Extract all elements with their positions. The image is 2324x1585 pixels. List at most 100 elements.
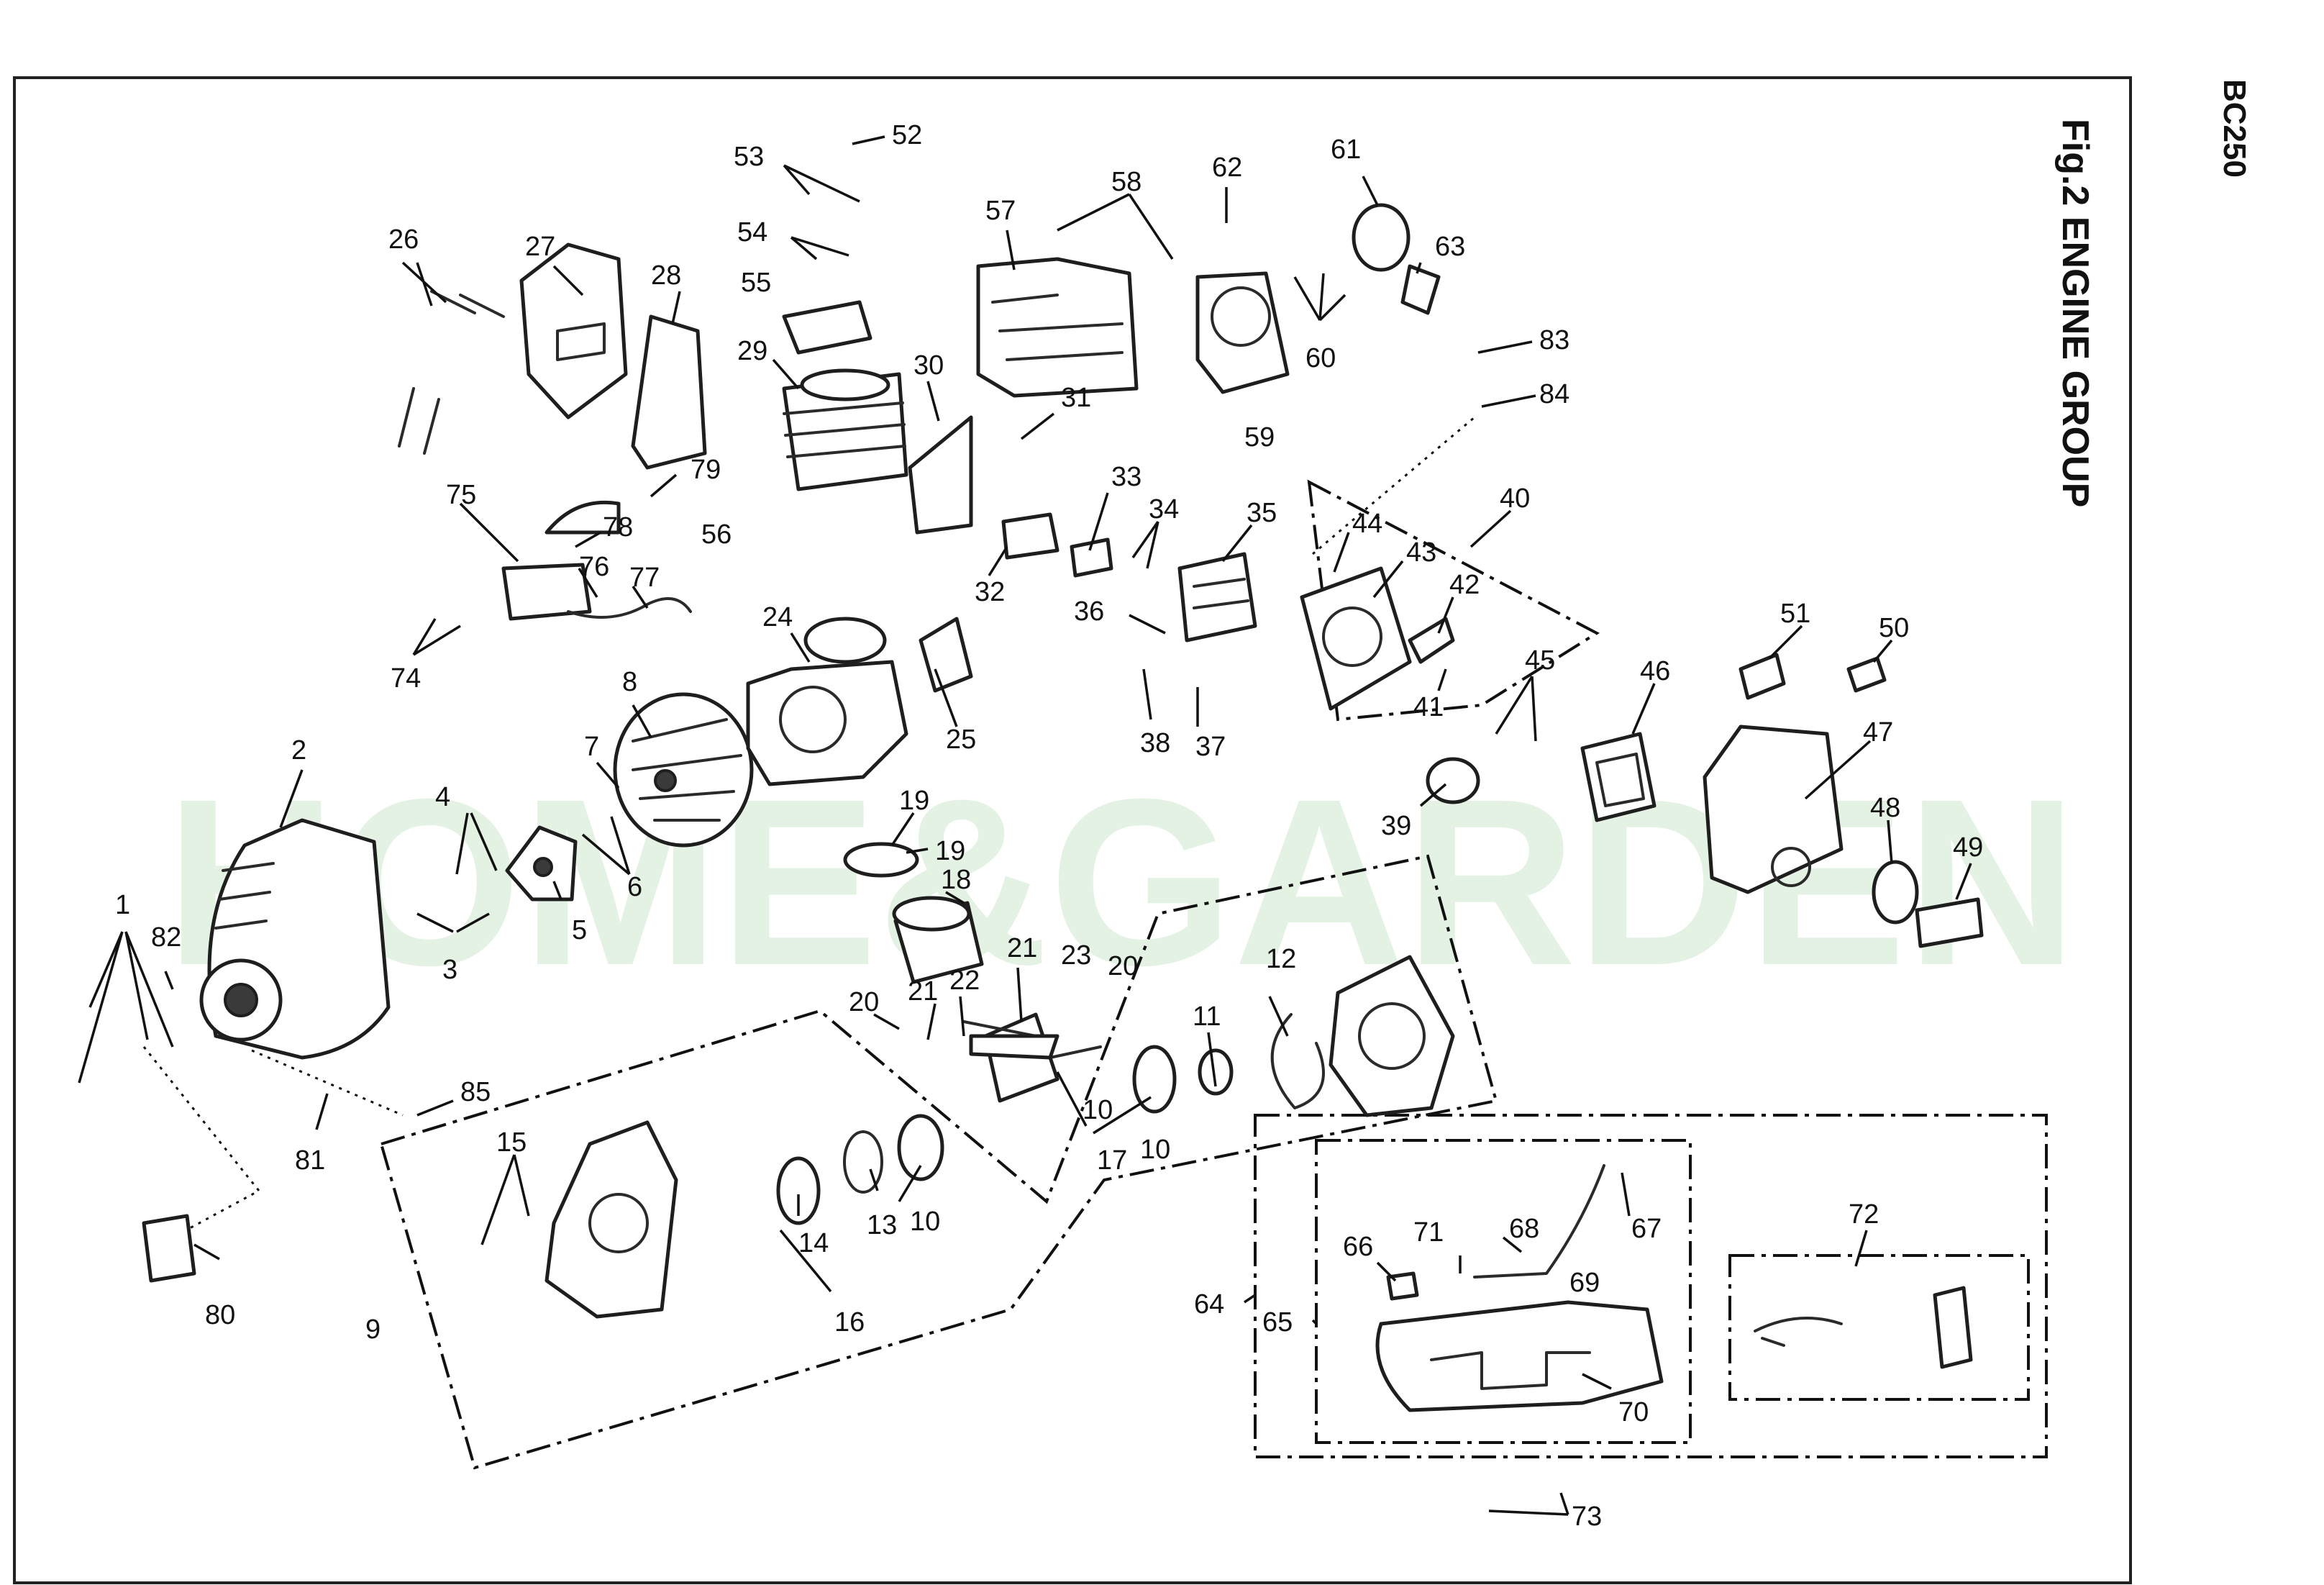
callout-79: 79 [691,455,721,485]
callout-15: 15 [496,1127,527,1158]
air-filter-cover-47 [1703,725,1844,894]
callout-45: 45 [1525,645,1555,676]
callout-80: 80 [205,1300,235,1330]
piston-ring-19 [843,842,919,878]
callout-labels: 1 2 3 4 5 6 7 8 9 10 10 10 11 12 13 14 1… [115,120,1983,1532]
fan-housing-57 [976,257,1139,398]
flywheel-8 [613,692,754,848]
callout-36: 36 [1074,596,1104,627]
recoil-cover-59 [1195,271,1290,394]
callout-5: 5 [572,915,587,945]
callout-83: 83 [1539,325,1569,355]
insulator-32 [1001,512,1060,560]
heat-shield-28 [631,314,707,470]
callout-1: 1 [115,890,130,920]
callout-10b: 10 [1140,1135,1170,1165]
callout-28: 28 [651,260,681,291]
callout-54: 54 [737,217,767,247]
callout-3: 3 [442,955,457,985]
gasket-33 [1070,537,1113,578]
piston-18 [892,896,984,984]
callout-2: 2 [291,735,306,766]
plate-63 [1400,264,1441,315]
label-51 [1739,653,1786,700]
figure-frame [13,76,2132,1584]
callout-40: 40 [1500,483,1530,514]
crankcase-upper-24 [746,617,908,786]
callout-82: 82 [151,922,181,953]
callout-41: 41 [1413,692,1444,722]
gasket-55 [782,300,872,355]
callout-55: 55 [741,268,771,298]
callout-81: 81 [295,1145,325,1176]
circlip-13 [843,1130,883,1194]
callout-13: 13 [867,1210,897,1240]
intake-25 [919,617,973,693]
callout-4: 4 [435,782,450,812]
callout-17: 17 [1097,1145,1127,1176]
callout-65: 65 [1262,1307,1293,1338]
callout-75: 75 [446,480,476,510]
callout-12: 12 [1266,944,1296,974]
bearing-10-left [897,1114,944,1181]
callout-10a: 10 [910,1207,940,1237]
muffler-cover-27 [519,242,628,419]
heat-shield-30 [908,415,973,535]
callout-76: 76 [579,552,609,582]
guide-85 [251,1049,404,1117]
callout-59: 59 [1244,422,1275,453]
callout-57: 57 [985,196,1016,226]
plate-42 [1408,617,1455,664]
callout-7: 7 [584,732,599,762]
bearing-14 [776,1156,821,1225]
callout-44: 44 [1352,509,1382,539]
callout-10c: 10 [1083,1095,1113,1125]
callout-6: 6 [627,872,642,902]
callout-52: 52 [892,120,922,150]
crankshaft-17 [962,1012,1102,1103]
callout-43: 43 [1406,537,1436,568]
fuel-cap-72 [1754,1286,1973,1369]
fuel-line-68 [1473,1164,1605,1279]
bushing-80 [142,1214,196,1283]
callout-66: 66 [1343,1232,1373,1262]
callout-74: 74 [391,663,421,694]
clutch-5 [505,825,578,902]
callout-14: 14 [798,1228,829,1258]
figure-title: Fig.2 ENGINE GROUP [2054,119,2096,507]
label-50 [1846,656,1887,693]
callout-70: 70 [1618,1397,1649,1427]
label-49 [1915,897,1984,948]
seal-11 [1198,1048,1234,1096]
callout-20b: 20 [1108,951,1138,981]
callout-8: 8 [622,667,637,697]
bearing-10 [1132,1045,1177,1114]
group-outline-65 [1315,1139,1692,1444]
callout-29: 29 [737,336,767,366]
callout-60: 60 [1305,343,1336,373]
group-outline-64 [1254,1114,2048,1458]
gasket-12 [1270,1013,1325,1109]
callout-22: 22 [949,966,980,996]
callout-77: 77 [629,563,660,593]
callout-85: 85 [460,1077,491,1107]
callout-30: 30 [913,350,944,381]
callout-51: 51 [1780,599,1810,629]
callout-32: 32 [975,577,1005,607]
callout-11: 11 [1193,1002,1221,1032]
fuel-tank-70 [1375,1300,1664,1412]
callout-62: 62 [1212,153,1242,183]
callout-27: 27 [525,232,555,262]
callout-19b: 19 [935,836,965,866]
guide-84 [1312,416,1475,555]
callout-53: 53 [734,142,764,172]
callout-64: 64 [1194,1289,1224,1320]
callout-72: 72 [1849,1199,1879,1230]
callout-24: 24 [762,602,793,632]
filter-element-46 [1580,732,1657,822]
callout-37: 37 [1195,732,1226,762]
callout-19a: 19 [899,786,929,816]
callout-68: 68 [1509,1214,1539,1244]
callout-58: 58 [1111,167,1142,197]
